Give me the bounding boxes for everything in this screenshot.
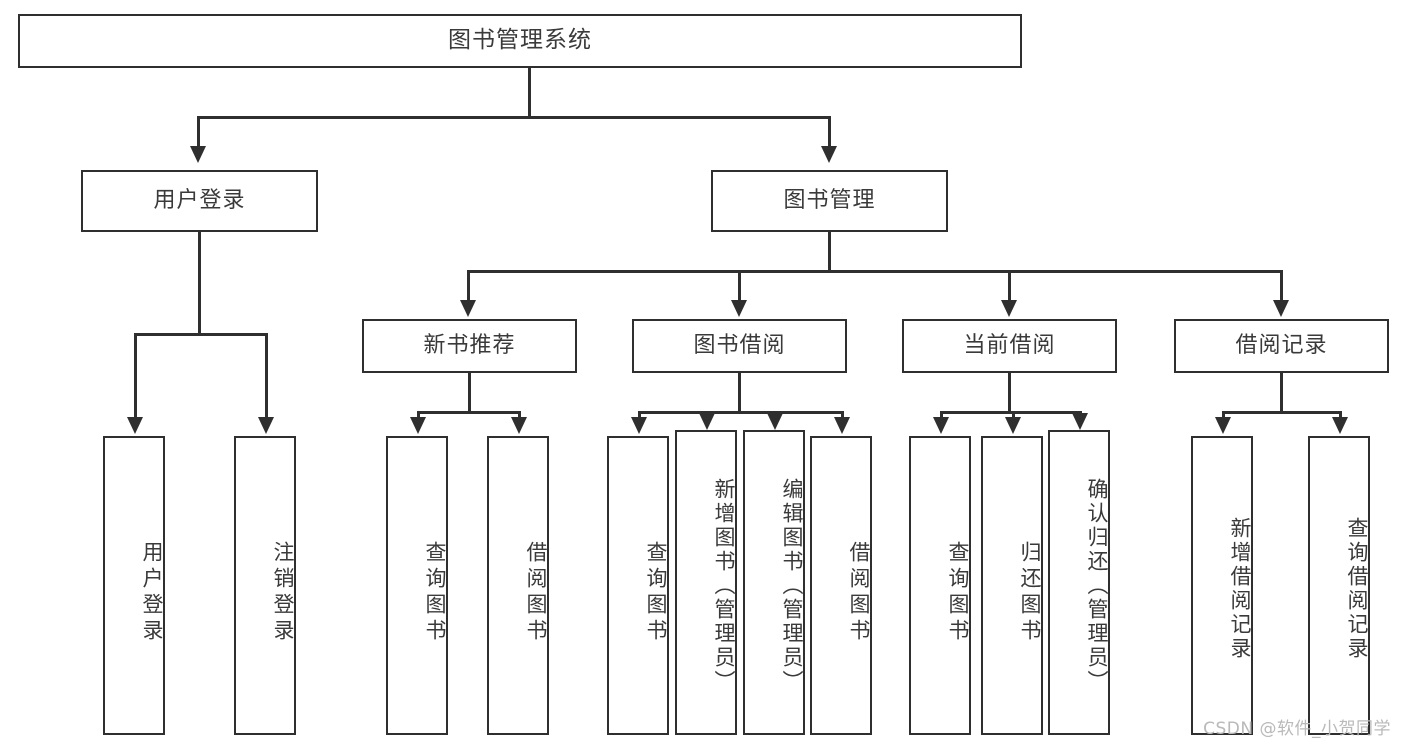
leaf-borrow-book-1: 借阅图书	[487, 436, 549, 735]
connector-borrow-record-to-leaf-1	[1222, 411, 1225, 419]
connector-bm-to-borrow-record	[1280, 270, 1283, 302]
leaf-borrow-book-2: 借阅图书	[810, 436, 872, 735]
connector-book-borrow-bus	[638, 411, 844, 414]
connector-book-borrow-to-leaf-4	[841, 411, 844, 419]
connector-root-to-book-management	[828, 116, 831, 148]
connector-root-to-user-login	[197, 116, 200, 148]
leaf-add-book: 新增图书（管理员）	[675, 430, 737, 735]
node-book-management: 图书管理	[711, 170, 948, 232]
leaf-query-book-2: 查询图书	[607, 436, 669, 735]
arrowhead-user-login-to-leaf-1	[127, 417, 143, 434]
leaf-user-login: 用户登录	[103, 436, 165, 735]
connector-root-stem	[528, 68, 531, 118]
connector-bm-to-current-borrow	[1008, 270, 1011, 302]
connector-new-book-to-leaf-2	[518, 411, 521, 419]
connector-book-management-stem	[828, 232, 831, 272]
node-root-system: 图书管理系统	[18, 14, 1022, 68]
node-new-book-recommend: 新书推荐	[362, 319, 577, 373]
arrowhead-bm-to-new-book	[460, 300, 476, 317]
leaf-add-record: 新增借阅记录	[1191, 436, 1253, 735]
connector-current-borrow-bus	[940, 411, 1082, 414]
connector-bm-to-book-borrow	[738, 270, 741, 302]
node-book-borrow: 图书借阅	[632, 319, 847, 373]
connector-bm-to-new-book	[467, 270, 470, 302]
arrowhead-borrow-record-to-leaf-2	[1332, 417, 1348, 434]
connector-user-login-to-leaf-2	[265, 333, 268, 419]
arrowhead-bm-to-book-borrow	[731, 300, 747, 317]
arrowhead-book-borrow-to-leaf-2	[699, 413, 715, 430]
arrowhead-bm-to-borrow-record	[1273, 300, 1289, 317]
arrowhead-user-login-to-leaf-2	[258, 417, 274, 434]
arrowhead-book-borrow-to-leaf-4	[834, 417, 850, 434]
connector-user-login-to-leaf-1	[134, 333, 137, 419]
arrowhead-borrow-record-to-leaf-1	[1215, 417, 1231, 434]
connector-borrow-record-stem	[1280, 373, 1283, 413]
arrowhead-new-book-to-leaf-1	[410, 417, 426, 434]
connector-new-book-to-leaf-1	[417, 411, 420, 419]
connector-user-login-stem	[198, 232, 201, 335]
connector-current-borrow-to-leaf-1	[940, 411, 943, 419]
connector-user-login-bus	[134, 333, 268, 336]
arrowhead-current-borrow-to-leaf-1	[933, 417, 949, 434]
leaf-edit-book: 编辑图书（管理员）	[743, 430, 805, 735]
arrowhead-current-borrow-to-leaf-2	[1005, 417, 1021, 434]
node-borrow-record: 借阅记录	[1174, 319, 1389, 373]
connector-borrow-record-to-leaf-2	[1339, 411, 1342, 419]
leaf-query-record: 查询借阅记录	[1308, 436, 1370, 735]
arrowhead-book-borrow-to-leaf-1	[631, 417, 647, 434]
leaf-return-book: 归还图书	[981, 436, 1043, 735]
connector-new-book-bus	[417, 411, 521, 414]
node-user-login: 用户登录	[81, 170, 318, 232]
node-current-borrow: 当前借阅	[902, 319, 1117, 373]
arrowhead-bm-to-current-borrow	[1001, 300, 1017, 317]
leaf-query-book-3: 查询图书	[909, 436, 971, 735]
arrowhead-current-borrow-to-leaf-3	[1072, 413, 1088, 430]
connector-new-book-stem	[468, 373, 471, 413]
connector-book-management-bus	[467, 270, 1283, 273]
arrowhead-book-borrow-to-leaf-3	[767, 413, 783, 430]
leaf-query-book-1: 查询图书	[386, 436, 448, 735]
arrowhead-root-to-book-management	[821, 146, 837, 163]
connector-current-borrow-to-leaf-2	[1012, 411, 1015, 419]
connector-borrow-record-bus	[1222, 411, 1342, 414]
connector-root-bus	[197, 116, 831, 119]
connector-book-borrow-to-leaf-1	[638, 411, 641, 419]
connector-book-borrow-stem	[738, 373, 741, 413]
leaf-logout: 注销登录	[234, 436, 296, 735]
arrowhead-root-to-user-login	[190, 146, 206, 163]
connector-current-borrow-stem	[1008, 373, 1011, 413]
leaf-confirm-return: 确认归还（管理员）	[1048, 430, 1110, 735]
arrowhead-new-book-to-leaf-2	[511, 417, 527, 434]
